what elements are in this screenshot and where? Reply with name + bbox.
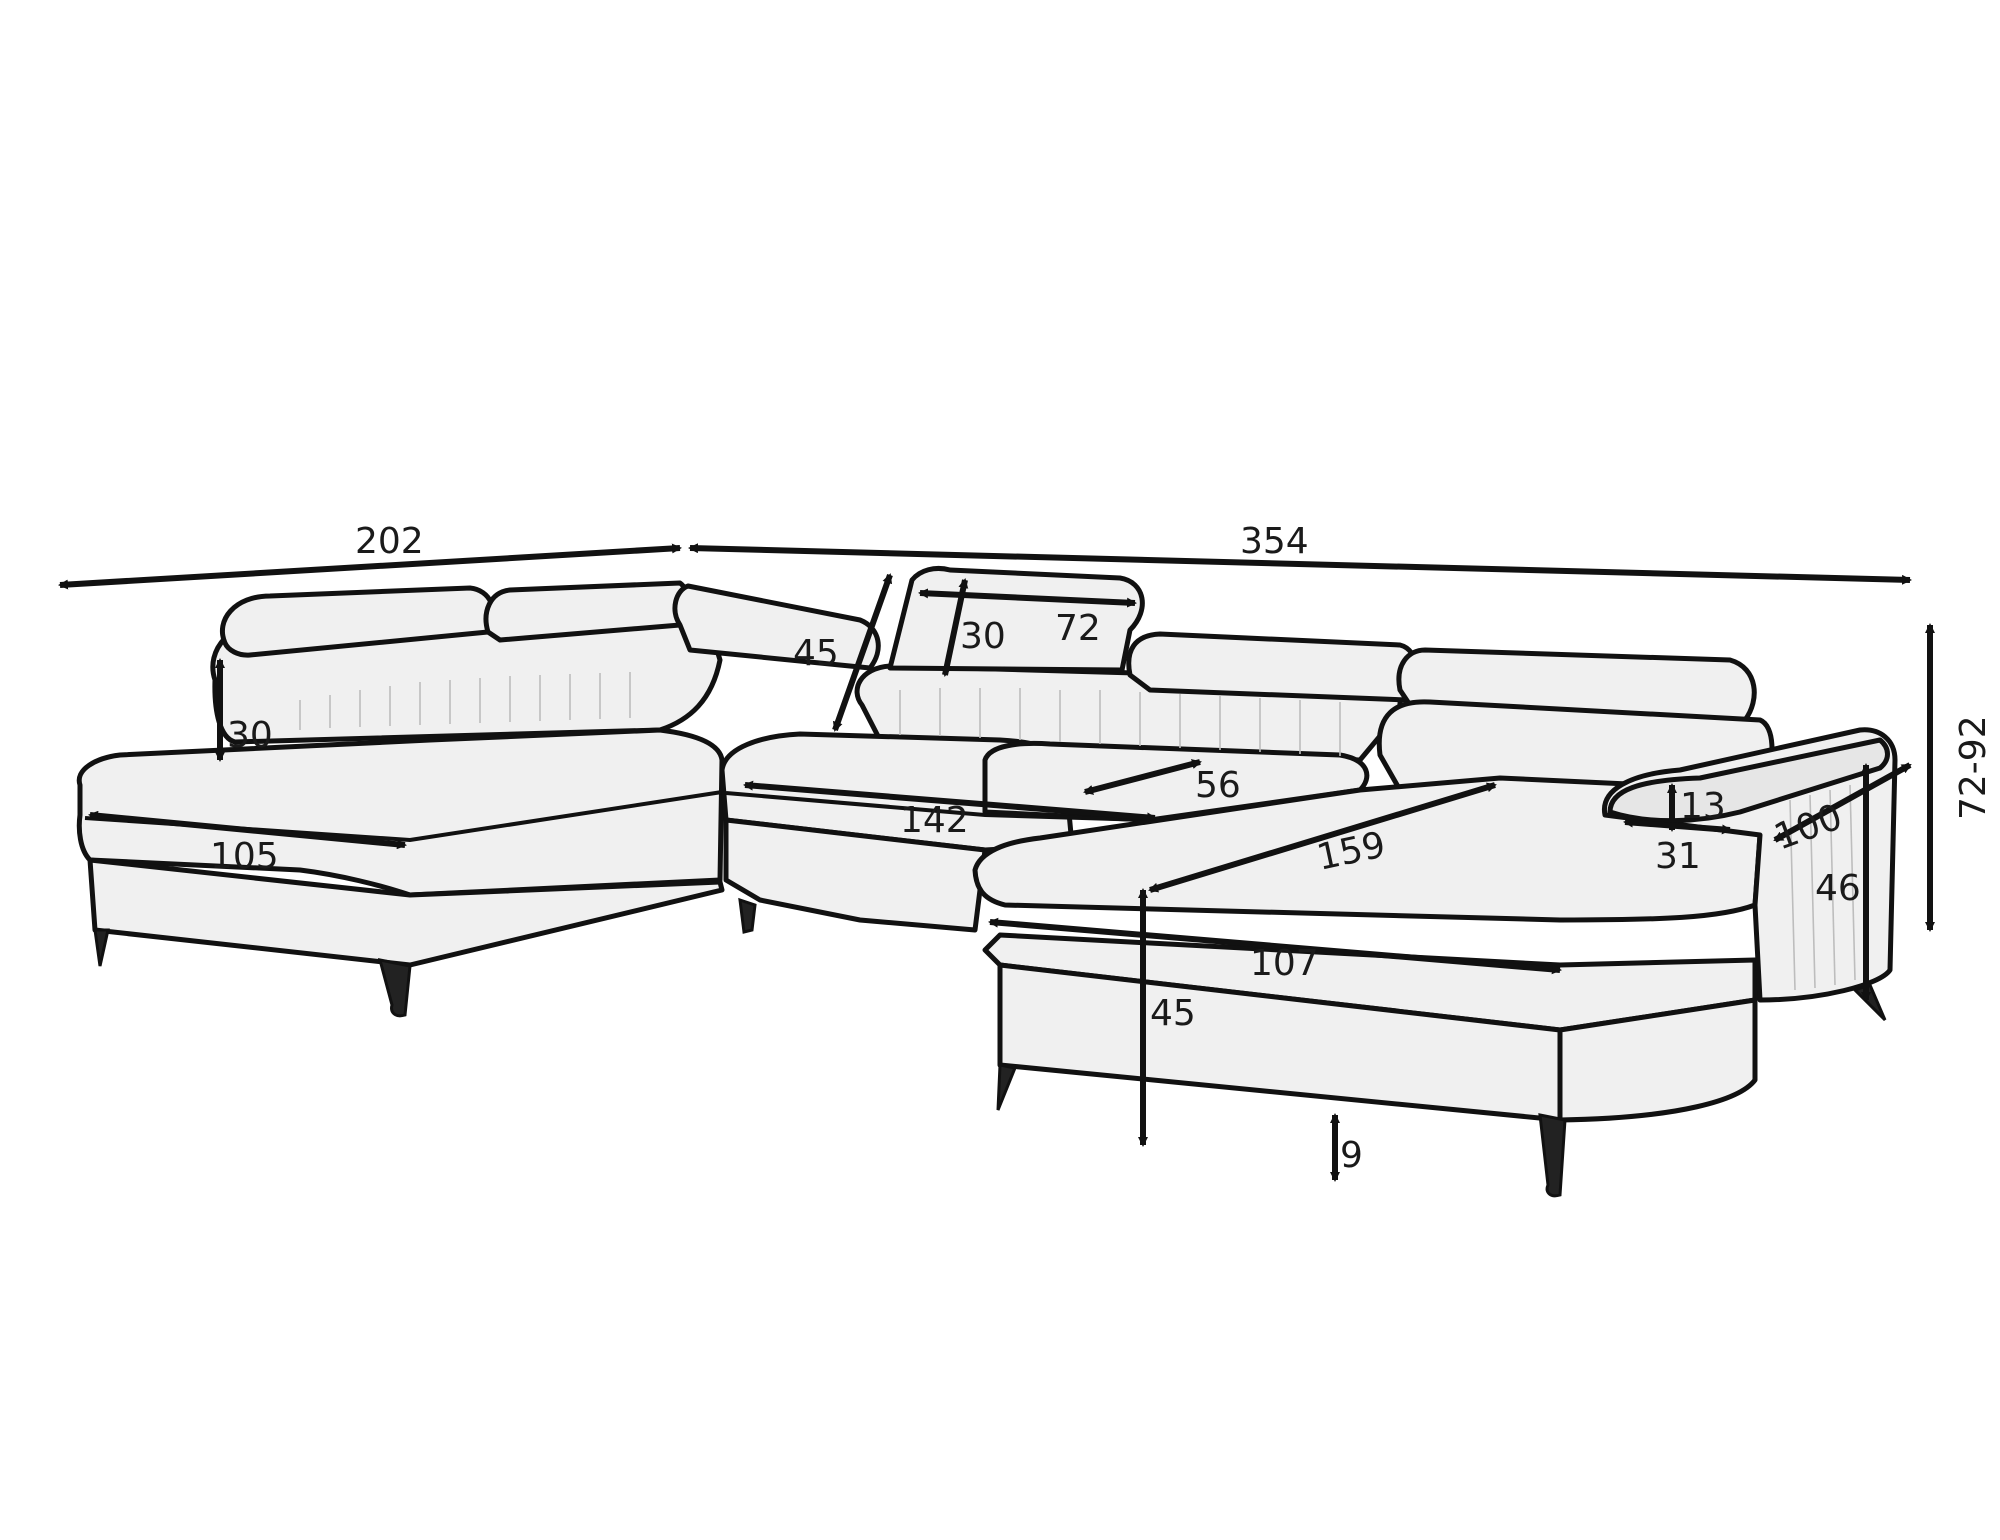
right-headrest-2 xyxy=(1396,647,1757,723)
label-45-front: 45 xyxy=(1150,993,1196,1034)
leg-left-front xyxy=(93,928,110,967)
dim-107 xyxy=(988,917,1562,975)
label-45-corner: 45 xyxy=(793,633,839,674)
dim-56 xyxy=(1083,759,1202,795)
leg-left-mid xyxy=(377,958,412,1018)
dim-45-corner xyxy=(832,573,893,732)
dim-142 xyxy=(743,780,1157,823)
leg-center xyxy=(738,897,757,934)
center-headrest xyxy=(887,565,1145,673)
label-142: 142 xyxy=(900,800,969,841)
label-105: 105 xyxy=(210,836,279,877)
leg-right-front-left xyxy=(996,1063,1018,1111)
label-30-center: 30 xyxy=(960,616,1006,657)
right-headrest-1 xyxy=(1126,631,1419,703)
dim-354 xyxy=(688,543,1912,585)
label-56: 56 xyxy=(1195,765,1241,806)
right-chaise-side xyxy=(1557,997,1758,1123)
dim-105 xyxy=(88,810,407,850)
label-30-left: 30 xyxy=(227,715,273,756)
dimension-arrows xyxy=(58,543,1935,1182)
label-31: 31 xyxy=(1655,836,1701,877)
label-13: 13 xyxy=(1680,786,1726,827)
label-46: 46 xyxy=(1815,868,1861,909)
left-headrest-1 xyxy=(219,585,496,658)
label-354: 354 xyxy=(1240,521,1309,562)
dim-72-center xyxy=(918,588,1137,608)
label-9: 9 xyxy=(1340,1135,1363,1176)
dim-31 xyxy=(1623,817,1732,835)
leg-right-back xyxy=(1852,983,1887,1022)
label-107: 107 xyxy=(1250,943,1319,984)
center-base xyxy=(723,817,988,933)
leg-right-front-mid xyxy=(1538,1113,1567,1198)
dim-202 xyxy=(58,543,682,590)
label-202: 202 xyxy=(355,521,424,562)
label-72-center: 72 xyxy=(1055,608,1101,649)
dim-100 xyxy=(1773,762,1912,843)
dim-159 xyxy=(1148,782,1497,893)
label-72-92: 72-92 xyxy=(1953,715,1994,820)
